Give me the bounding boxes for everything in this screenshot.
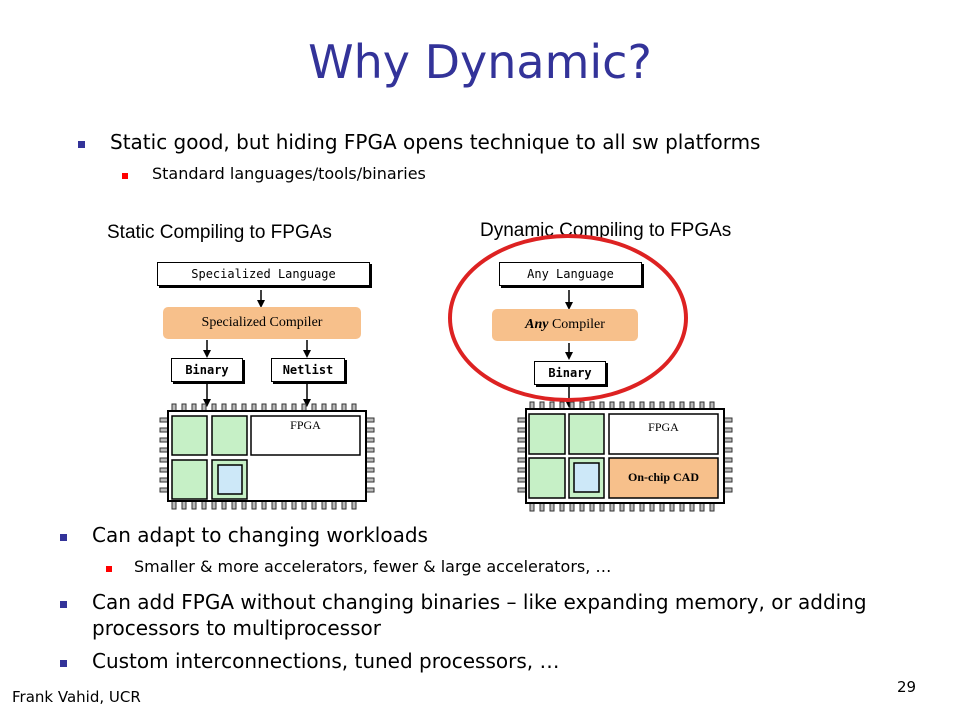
dynamic-fpga-label: FPGA — [648, 420, 679, 434]
bullet-marker — [60, 660, 67, 667]
specialized-compiler-box: Specialized Compiler — [163, 307, 361, 339]
sub-bullet-marker — [122, 173, 128, 179]
any-language-box: Any Language — [499, 262, 642, 286]
bullet-custom-interconnections: Custom interconnections, tuned processor… — [92, 649, 560, 673]
bullet-marker — [60, 534, 67, 541]
netlist-box: Netlist — [271, 358, 345, 382]
binary-box-static: Binary — [171, 358, 243, 382]
any-compiler-emphasis: Any — [525, 317, 549, 332]
specialized-language-box: Specialized Language — [157, 262, 370, 286]
bullet-marker — [60, 601, 67, 608]
any-compiler-box: Any Compiler — [492, 309, 638, 341]
bullet-static-good: Static good, but hiding FPGA opens techn… — [110, 130, 761, 154]
bullet-add-fpga-line1: Can add FPGA without changing binaries –… — [92, 590, 867, 614]
sub-bullet-standard-languages: Standard languages/tools/binaries — [152, 164, 426, 183]
static-fpga-chip — [159, 403, 375, 510]
static-fpga-label: FPGA — [290, 418, 321, 432]
highlight-circle — [448, 234, 688, 402]
dynamic-fpga-chip — [517, 401, 733, 512]
any-compiler-label: Compiler — [548, 317, 605, 332]
on-chip-cad-label: On-chip CAD — [627, 470, 699, 484]
footer-author: Frank Vahid, UCR — [12, 688, 141, 706]
sub-bullet-accelerators: Smaller & more accelerators, fewer & lar… — [134, 557, 612, 576]
bullet-add-fpga-line2: processors to multiprocessor — [92, 616, 381, 640]
slide-title: Why Dynamic? — [308, 35, 652, 89]
static-diagram-heading: Static Compiling to FPGAs — [107, 222, 332, 243]
dynamic-diagram-heading: Dynamic Compiling to FPGAs — [480, 220, 732, 241]
sub-bullet-marker — [106, 566, 112, 572]
bullet-adapt-workloads: Can adapt to changing workloads — [92, 523, 428, 547]
bullet-marker — [78, 141, 85, 148]
page-number: 29 — [897, 678, 917, 696]
binary-box-dynamic: Binary — [534, 361, 606, 385]
